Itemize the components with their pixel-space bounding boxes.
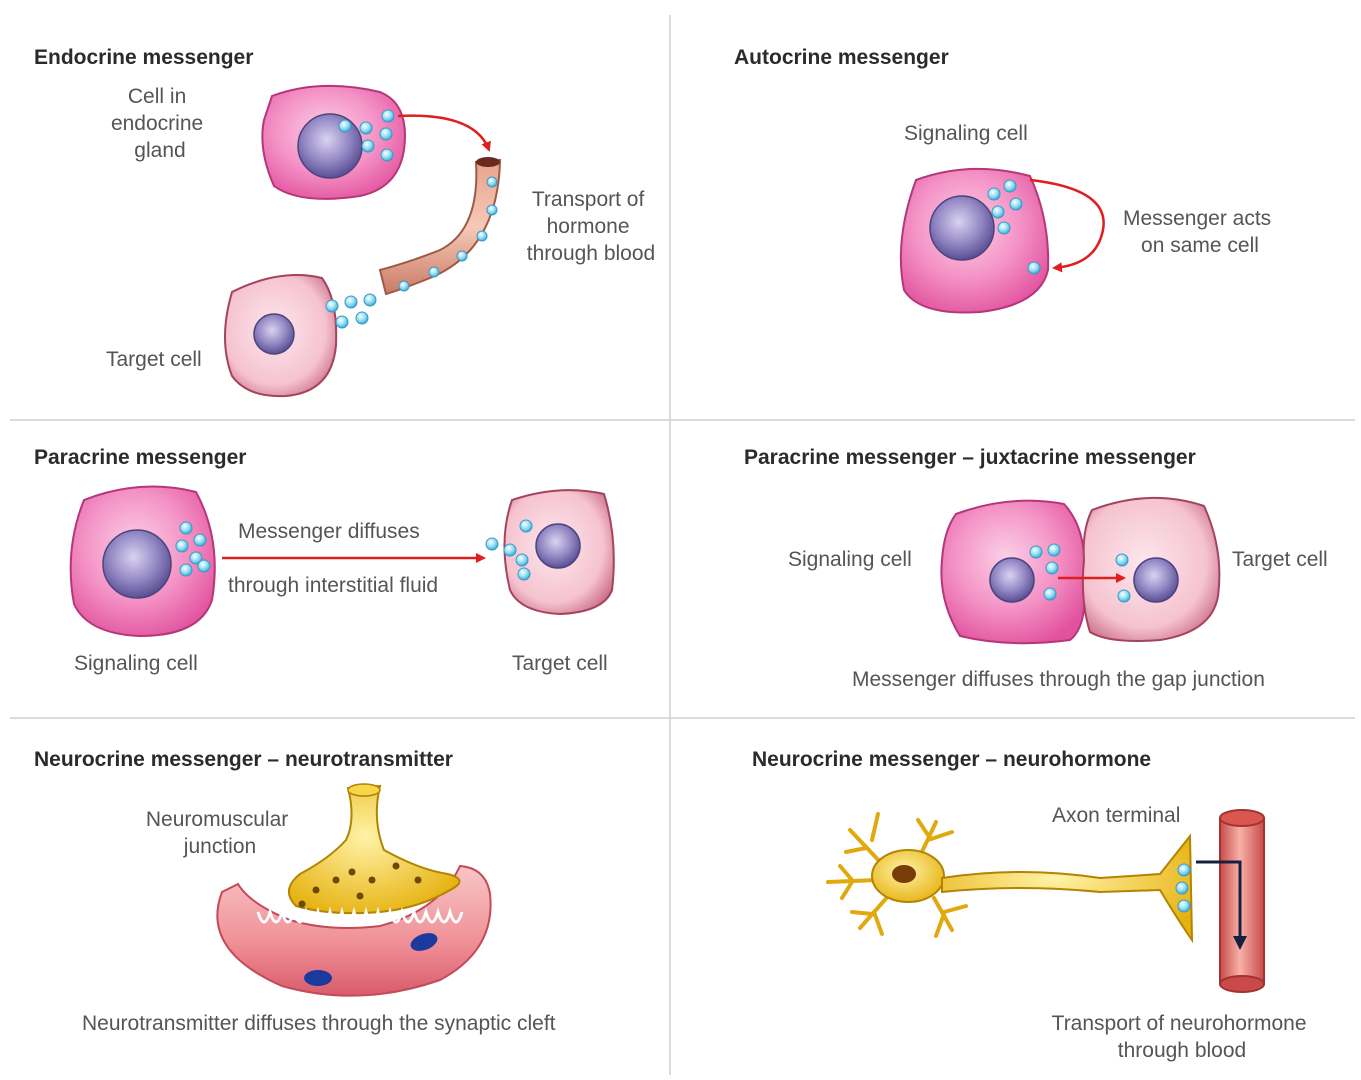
juxtacrine-title: Paracrine messenger – juxtacrine messeng… bbox=[744, 446, 1196, 469]
juxtacrine-caption: Messenger diffuses through the gap junct… bbox=[852, 668, 1265, 691]
endocrine-title: Endocrine messenger bbox=[34, 46, 253, 69]
vessel-bottom bbox=[1220, 976, 1264, 992]
juxtacrine-target-nucleus bbox=[1134, 558, 1178, 602]
paracrine-diffuse-label-bottom: through interstitial fluid bbox=[228, 574, 438, 597]
endocrine-secretion-arrow bbox=[398, 116, 489, 150]
paracrine-target-nucleus bbox=[536, 524, 580, 568]
paracrine-target-label: Target cell bbox=[512, 652, 608, 675]
muscle-nucleus-1 bbox=[304, 970, 332, 986]
neuron-nucleus bbox=[892, 865, 916, 883]
panel-neurotransmitter: Neurocrine messenger – neurotransmitter … bbox=[34, 748, 556, 1035]
panel-autocrine: Autocrine messenger Signaling cell Messe… bbox=[734, 46, 1277, 313]
panel-juxtacrine: Paracrine messenger – juxtacrine messeng… bbox=[744, 446, 1328, 691]
neurohormone-title: Neurocrine messenger – neurohormone bbox=[752, 748, 1151, 771]
autocrine-action-label: Messenger acts on same cell bbox=[1123, 207, 1277, 257]
panel-paracrine: Paracrine messenger Messenger diffuses t… bbox=[34, 446, 614, 675]
autocrine-title: Autocrine messenger bbox=[734, 46, 949, 69]
neurotransmitter-title: Neurocrine messenger – neurotransmitter bbox=[34, 748, 453, 771]
paracrine-title: Paracrine messenger bbox=[34, 446, 246, 469]
neurotransmitter-caption: Neurotransmitter diffuses through the sy… bbox=[82, 1012, 556, 1035]
endocrine-gland-nucleus bbox=[298, 114, 362, 178]
blood-vessel bbox=[1220, 818, 1264, 984]
paracrine-diffuse-label-top: Messenger diffuses bbox=[238, 520, 420, 543]
endocrine-blood-vessel bbox=[380, 160, 500, 294]
neurohormone-dots bbox=[1176, 864, 1190, 912]
paracrine-signaling-nucleus bbox=[103, 530, 171, 598]
panel-endocrine: Endocrine messenger Cell in endocrine gl… bbox=[34, 46, 655, 396]
nerve-end-cap bbox=[348, 784, 380, 796]
neuron-axon bbox=[942, 836, 1192, 940]
juxtacrine-signaling-label: Signaling cell bbox=[788, 548, 912, 571]
endocrine-source-label: Cell in endocrine gland bbox=[111, 85, 209, 162]
panel-neurohormone: Neurocrine messenger – neurohormone Axon… bbox=[752, 748, 1312, 1062]
neurohormone-terminal-label: Axon terminal bbox=[1052, 804, 1180, 827]
juxtacrine-target-label: Target cell bbox=[1232, 548, 1328, 571]
juxtacrine-signaling-nucleus bbox=[990, 558, 1034, 602]
endocrine-transport-label: Transport of hormone through blood bbox=[527, 188, 655, 265]
endocrine-target-nucleus bbox=[254, 314, 294, 354]
endocrine-target-label: Target cell bbox=[106, 348, 202, 371]
paracrine-signaling-label: Signaling cell bbox=[74, 652, 198, 675]
motor-nerve-terminal bbox=[289, 786, 460, 913]
neurohormone-caption: Transport of neurohormone through blood bbox=[1052, 1012, 1313, 1062]
autocrine-signaling-label: Signaling cell bbox=[904, 122, 1028, 145]
endocrine-vessel-opening bbox=[476, 157, 500, 167]
autocrine-nucleus bbox=[930, 196, 994, 260]
neurotransmitter-junction-label: Neuromuscular junction bbox=[146, 808, 294, 858]
vessel-top bbox=[1220, 810, 1264, 826]
